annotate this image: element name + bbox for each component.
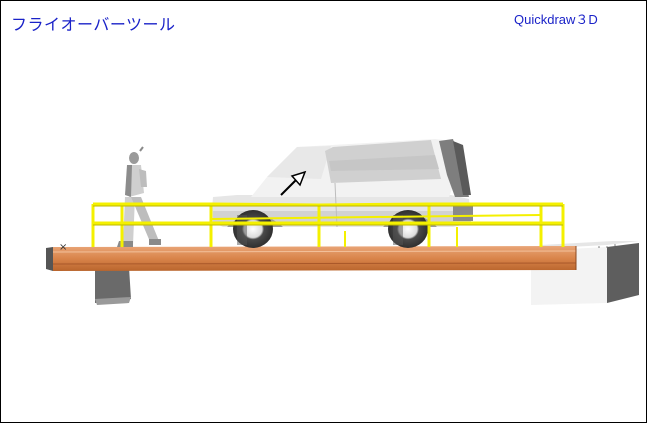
bridge-deck[interactable]: × bbox=[46, 242, 577, 271]
guardrail[interactable] bbox=[91, 202, 565, 247]
car-rear-wheel bbox=[388, 210, 428, 248]
car-front-wheel bbox=[233, 210, 273, 248]
car[interactable] bbox=[211, 139, 473, 248]
renderer-label: Quickdraw３D bbox=[514, 12, 598, 27]
guardrail-far bbox=[210, 214, 542, 247]
vertex-marker-icon: × bbox=[59, 242, 67, 253]
arrow-cursor-icon bbox=[280, 170, 307, 196]
bridge-pier-left[interactable] bbox=[95, 267, 131, 305]
pedestrian[interactable] bbox=[117, 146, 161, 247]
app-title: フライオーバーツール bbox=[11, 15, 176, 34]
